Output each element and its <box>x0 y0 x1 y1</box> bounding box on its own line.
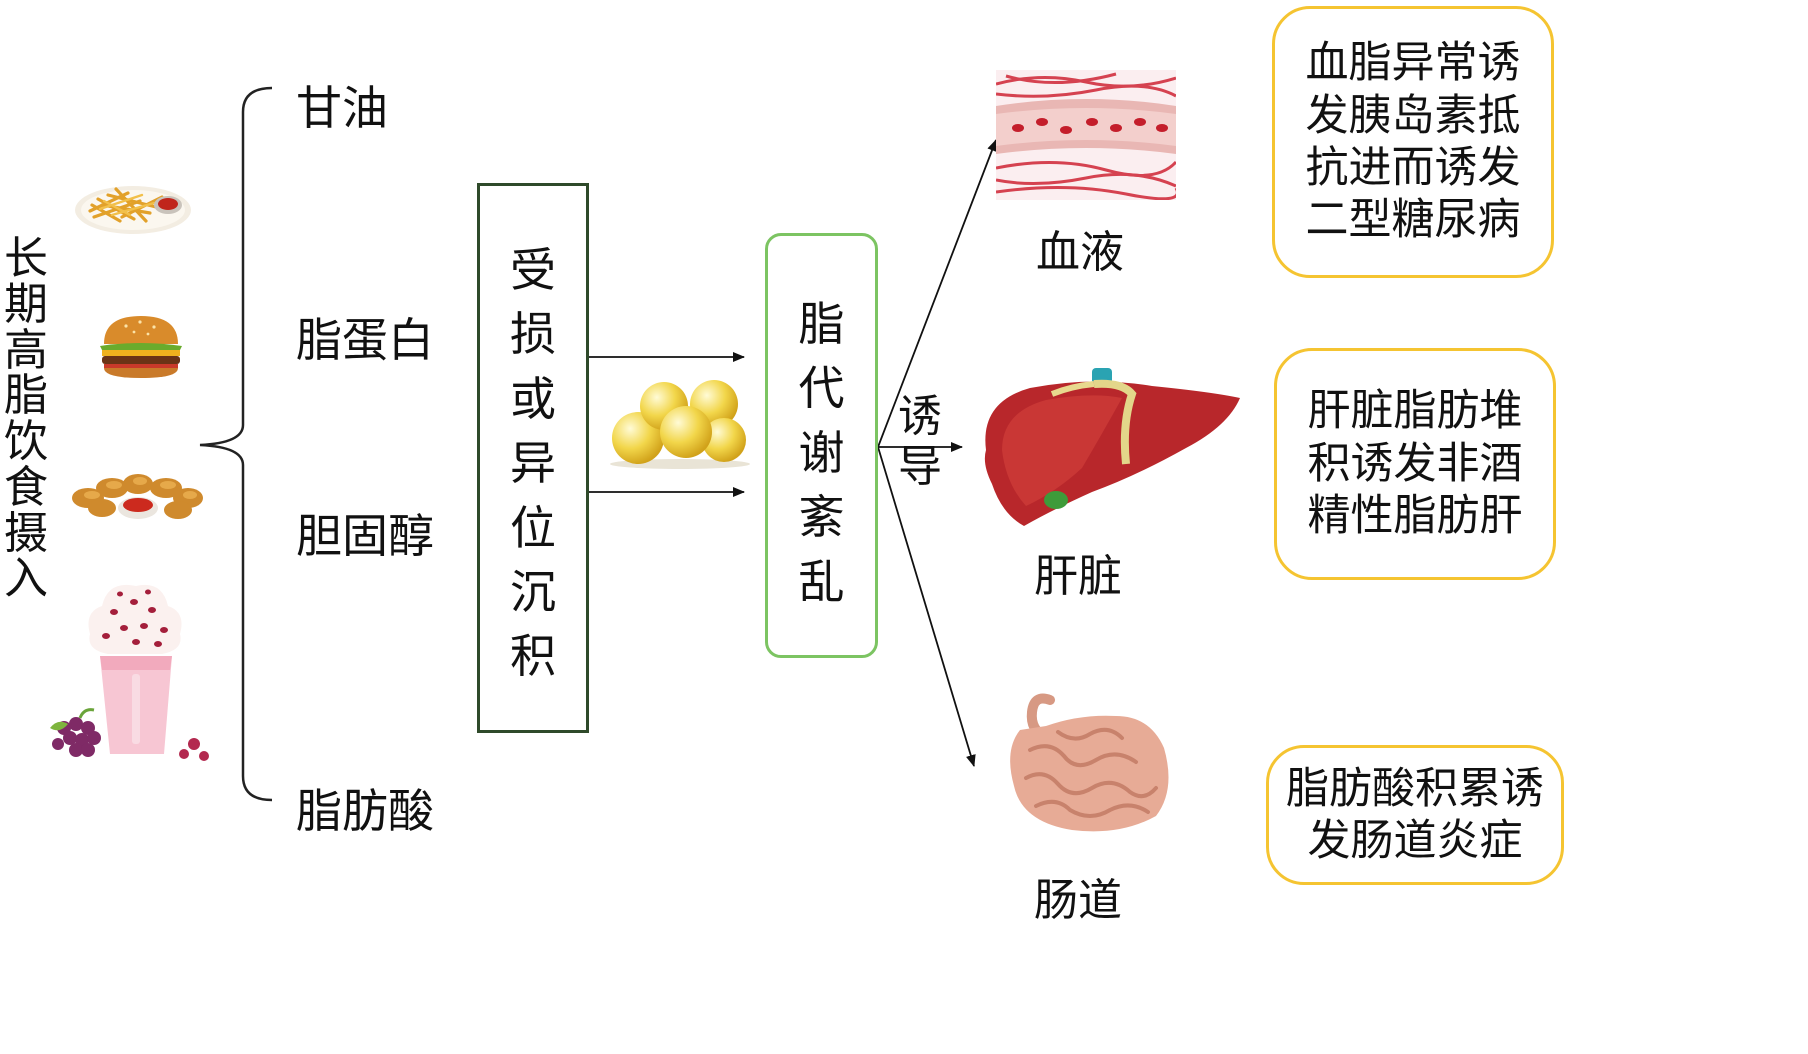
burger-icon <box>100 316 182 378</box>
damage-text-char: 积 <box>510 629 556 684</box>
intake-label-char: 饮 <box>4 416 48 467</box>
lipid-fatty-acid: 脂肪酸 <box>296 784 434 838</box>
metabolism-text-char: 谢 <box>798 425 845 480</box>
intake-label: 长期高脂饮食摄入 <box>0 236 52 602</box>
organ-liver-label: 肝脏 <box>1034 551 1122 602</box>
intake-label-char: 高 <box>4 324 48 376</box>
metabolism-text-char: 乱 <box>798 554 845 609</box>
metabolism-text-char: 脂 <box>798 297 845 351</box>
induce-label: 诱导 <box>892 391 948 493</box>
intake-label-char: 食 <box>4 461 48 513</box>
intake-label-char: 脂 <box>4 370 48 422</box>
note-line: 二型糖尿病 <box>1305 195 1521 246</box>
damage-text-char: 受 <box>510 243 556 297</box>
note-blood-insulin-resistance: 血脂异常诱发胰岛素抵抗进而诱发二型糖尿病 <box>1272 6 1554 278</box>
lipid-lipoprotein: 脂蛋白 <box>296 313 434 367</box>
note-line: 积诱发非酒 <box>1307 438 1523 489</box>
damage-text: 受损或异位沉积 <box>480 238 586 689</box>
organ-intestine-label: 肠道 <box>1034 875 1122 926</box>
note-line: 发胰岛素抵 <box>1305 90 1521 141</box>
arrow-to-intestine <box>877 446 976 767</box>
liver-icon <box>984 368 1240 526</box>
note-liver-fatty-liver: 肝脏脂肪堆积诱发非酒精性脂肪肝 <box>1274 348 1556 580</box>
metabolism-text: 脂代谢紊乱 <box>768 292 875 614</box>
intake-label-char: 摄 <box>4 507 48 559</box>
note-intestine-inflammation: 脂肪酸积累诱发肠道炎症 <box>1266 745 1564 885</box>
sundae-icon <box>50 584 209 761</box>
blood-vessel-icon <box>996 70 1176 200</box>
lipid-brace <box>199 86 273 802</box>
note-line: 脂肪酸积累诱 <box>1286 763 1544 814</box>
metabolism-text-char: 代 <box>798 361 845 416</box>
note-line: 精性脂肪肝 <box>1307 491 1523 542</box>
metabolism-text-char: 紊 <box>798 490 845 545</box>
intake-label-char: 长 <box>4 233 48 284</box>
nuggets-icon <box>72 474 203 519</box>
organ-blood-label: 血液 <box>1036 227 1124 278</box>
induce-label-char: 诱 <box>898 391 942 442</box>
metabolism-box: 脂代谢紊乱 <box>765 233 878 658</box>
note-line: 肝脏脂肪堆 <box>1307 386 1523 437</box>
intake-label-char: 入 <box>4 553 48 605</box>
arrow-to-blood <box>877 139 997 448</box>
note-line: 抗进而诱发 <box>1305 143 1521 193</box>
damage-text-char: 损 <box>510 307 556 362</box>
damage-text-char: 异 <box>510 436 556 491</box>
connector-lines <box>199 86 997 802</box>
induce-label-char: 导 <box>898 441 942 493</box>
damage-text-char: 沉 <box>510 564 556 619</box>
damage-text-char: 或 <box>510 371 556 426</box>
lipid-droplets-icon <box>610 380 750 469</box>
intake-label-char: 期 <box>4 278 48 330</box>
lipid-cholesterol: 胆固醇 <box>296 509 434 563</box>
intestine-icon <box>1010 693 1169 832</box>
note-line: 血脂异常诱 <box>1305 38 1521 89</box>
damage-box: 受损或异位沉积 <box>477 183 589 733</box>
damage-text-char: 位 <box>510 500 556 555</box>
note-line: 发肠道炎症 <box>1307 816 1523 866</box>
fries-icon <box>75 186 191 234</box>
lipid-triglyceride: 甘油 <box>296 81 388 135</box>
